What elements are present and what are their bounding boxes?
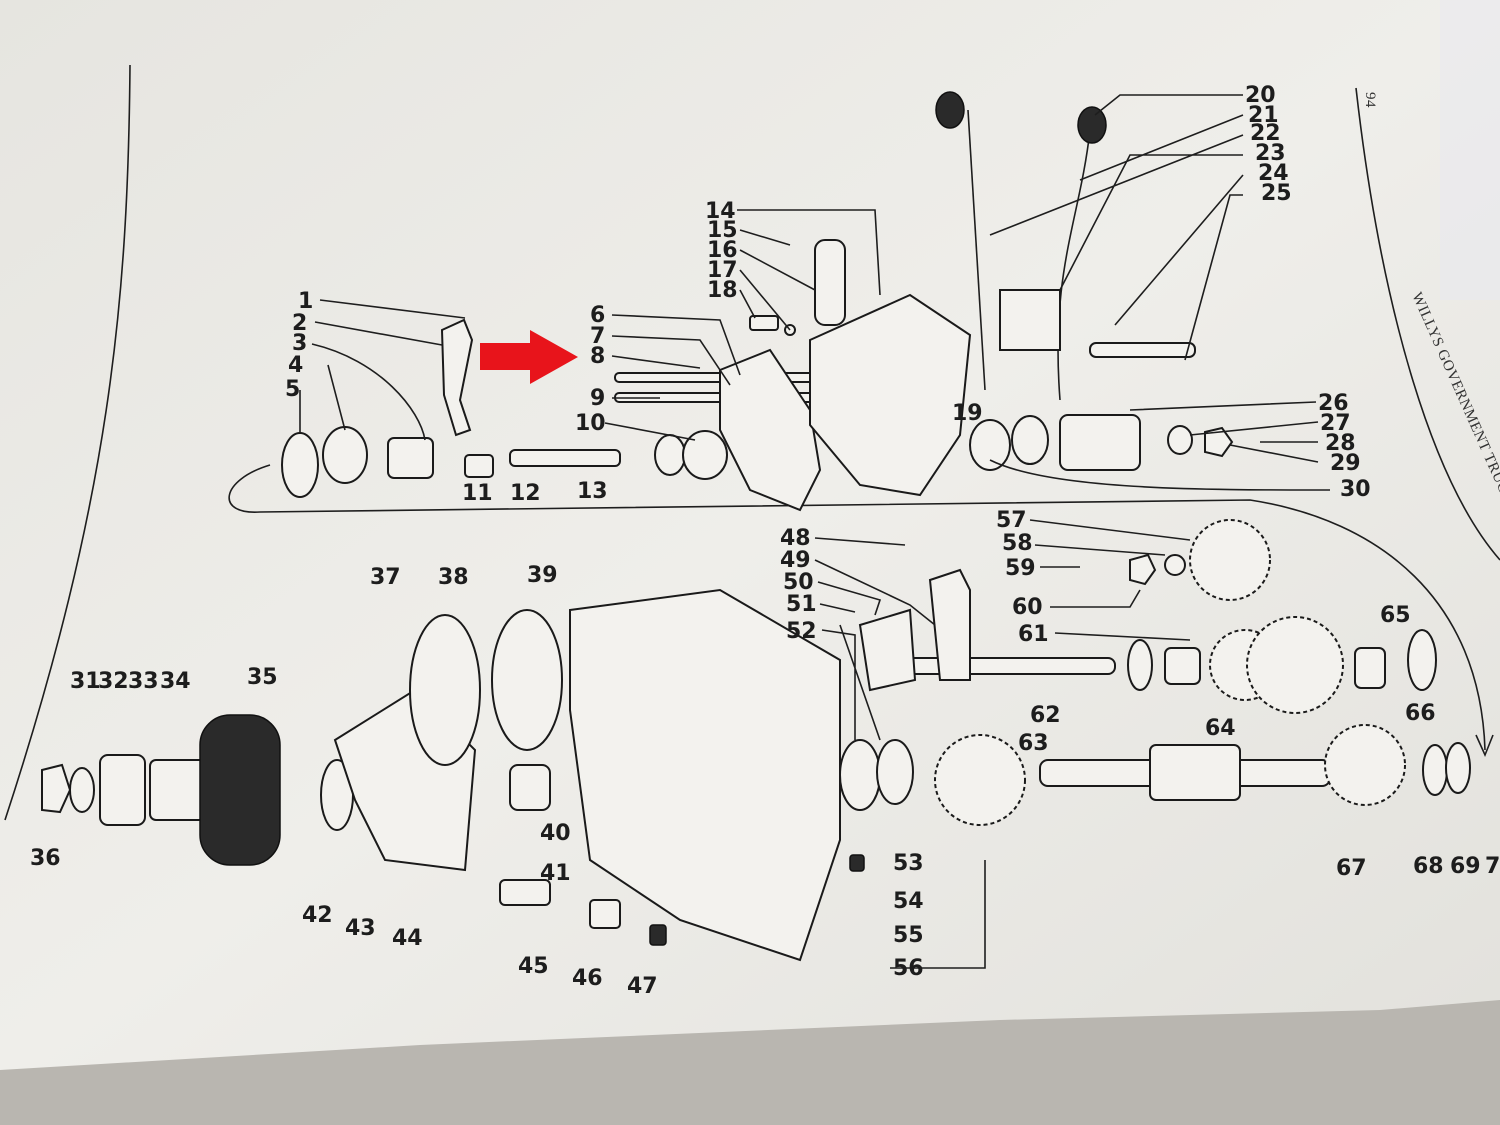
callout-12: 12 <box>510 481 541 506</box>
callout-14: 14 <box>705 199 736 224</box>
callout-54: 54 <box>893 889 924 914</box>
callout-25: 25 <box>1261 181 1292 206</box>
callout-38: 38 <box>438 565 469 590</box>
page-number: 94 <box>1362 92 1378 108</box>
callout-37: 37 <box>370 565 401 590</box>
callout-60: 60 <box>1012 595 1043 620</box>
callout-19: 19 <box>952 401 983 426</box>
callout-64: 64 <box>1205 716 1236 741</box>
callout-44: 44 <box>392 926 423 951</box>
page-border-right <box>1355 87 1500 561</box>
red-highlight-arrow <box>480 330 578 384</box>
callout-5: 5 <box>285 377 300 402</box>
callout-63: 63 <box>1018 731 1049 756</box>
callout-49: 49 <box>780 548 811 573</box>
callout-50: 50 <box>783 570 814 595</box>
callout-68: 68 <box>1413 854 1444 879</box>
callout-1: 1 <box>298 289 313 314</box>
callout-58: 58 <box>1002 531 1033 556</box>
callout-57: 57 <box>996 508 1027 533</box>
callout-51: 51 <box>786 592 817 617</box>
lower-parts <box>41 519 1471 962</box>
callout-28: 28 <box>1325 431 1356 456</box>
callout-26: 26 <box>1318 391 1349 416</box>
callout-55: 55 <box>893 923 924 948</box>
callout-20: 20 <box>1245 83 1276 108</box>
callout-40: 40 <box>540 821 571 846</box>
callout-16: 16 <box>707 238 738 263</box>
callout-45: 45 <box>518 954 549 979</box>
callout-39: 39 <box>527 563 558 588</box>
callout-11: 11 <box>462 481 493 506</box>
callout-9: 9 <box>590 386 605 411</box>
callout-53: 53 <box>893 851 924 876</box>
leader-lines <box>299 94 1331 969</box>
callout-30: 30 <box>1340 477 1371 502</box>
callout-42: 42 <box>302 903 333 928</box>
callout-13: 13 <box>577 479 608 504</box>
callout-59: 59 <box>1005 556 1036 581</box>
callout-31: 31 <box>70 669 101 694</box>
callout-66: 66 <box>1405 701 1436 726</box>
callout-6: 6 <box>590 303 605 328</box>
callout-69: 69 <box>1450 854 1481 879</box>
callout-56: 56 <box>893 956 924 981</box>
callout-4: 4 <box>288 353 303 378</box>
callout-33: 33 <box>128 669 159 694</box>
callout-21: 21 <box>1248 103 1279 128</box>
callout-65: 65 <box>1380 603 1411 628</box>
callout-48: 48 <box>780 526 811 551</box>
callout-34: 34 <box>160 669 191 694</box>
callout-8: 8 <box>590 344 605 369</box>
callout-7: 7 <box>590 324 605 349</box>
callout-47: 47 <box>627 974 658 999</box>
callout-70: 70 <box>1485 854 1500 879</box>
callout-27: 27 <box>1320 411 1351 436</box>
callout-35: 35 <box>247 665 278 690</box>
callout-67: 67 <box>1336 856 1367 881</box>
callout-29: 29 <box>1330 451 1361 476</box>
callout-43: 43 <box>345 916 376 941</box>
callout-32: 32 <box>98 669 129 694</box>
callout-17: 17 <box>707 258 738 283</box>
table-background <box>1440 0 1500 300</box>
callout-2: 2 <box>292 311 307 336</box>
assembly-connector-line <box>228 464 1494 758</box>
callout-24: 24 <box>1258 161 1289 186</box>
callout-3: 3 <box>292 331 307 356</box>
callout-41: 41 <box>540 861 571 886</box>
callout-23: 23 <box>1255 141 1286 166</box>
callout-22: 22 <box>1250 121 1281 146</box>
callout-61: 61 <box>1018 622 1049 647</box>
upper-parts <box>281 91 1234 512</box>
page-border-left <box>4 64 131 821</box>
callout-18: 18 <box>707 278 738 303</box>
callout-52: 52 <box>786 619 817 644</box>
callout-10: 10 <box>575 411 606 436</box>
callout-62: 62 <box>1030 703 1061 728</box>
callout-36: 36 <box>30 846 61 871</box>
callout-15: 15 <box>707 218 738 243</box>
callout-46: 46 <box>572 966 603 991</box>
